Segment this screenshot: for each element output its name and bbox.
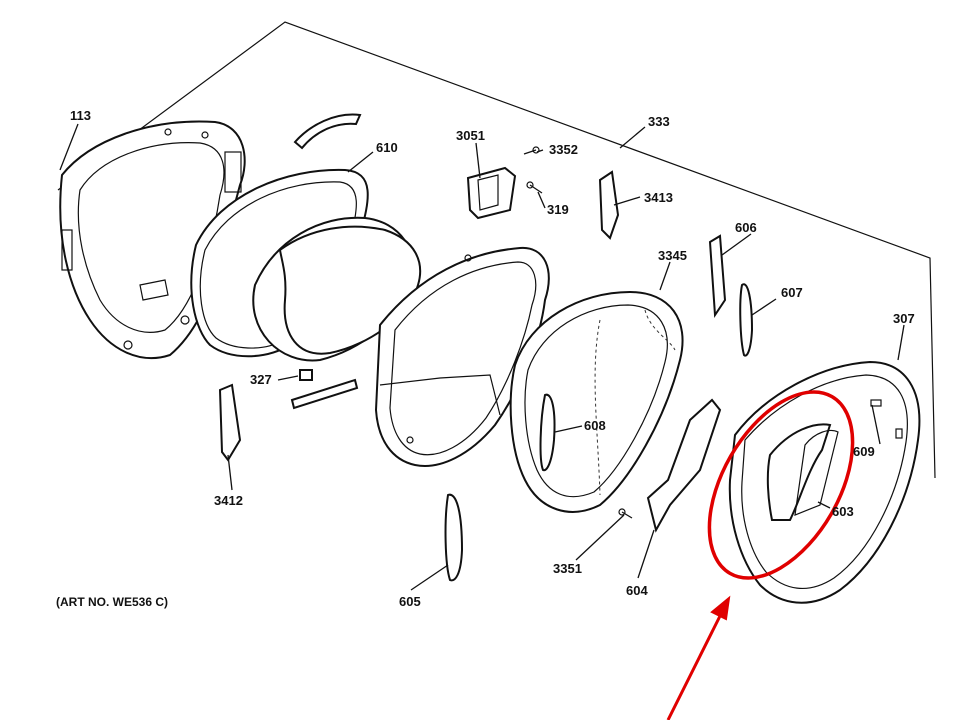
part-319-screw[interactable] <box>526 181 543 194</box>
part-603-door-window[interactable] <box>766 423 839 521</box>
part-3345-window-trim[interactable] <box>509 290 684 513</box>
part-arc-trim[interactable] <box>293 113 362 150</box>
part-307-outer-shell[interactable] <box>728 360 921 604</box>
part-3352-screw[interactable] <box>523 146 540 155</box>
part-606-hinge-cover[interactable] <box>708 234 727 318</box>
label-607: 607 <box>781 285 803 300</box>
highlight-arrow-shaft <box>666 611 724 720</box>
assembly-bracket-333 <box>57 21 936 479</box>
label-333: 333 <box>648 114 670 129</box>
label-609: 609 <box>853 444 875 459</box>
part-labels: 113 610 3051 3352 319 333 3413 3345 606 … <box>56 108 915 609</box>
label-610: 610 <box>376 140 398 155</box>
part-3051-hinge[interactable] <box>466 166 517 220</box>
label-608: 608 <box>584 418 606 433</box>
part-607-hinge-cover[interactable] <box>739 283 754 357</box>
label-113: 113 <box>70 108 91 123</box>
label-606: 606 <box>735 220 757 235</box>
part-327-clip[interactable] <box>290 369 359 410</box>
label-3412: 3412 <box>214 493 243 508</box>
highlight-annotation <box>666 390 855 720</box>
label-603: 603 <box>832 504 854 519</box>
label-3352: 3352 <box>549 142 578 157</box>
label-3051: 3051 <box>456 128 485 143</box>
leader-lines <box>59 123 905 591</box>
highlight-ellipse <box>707 390 855 580</box>
part-604-latch[interactable] <box>646 398 722 533</box>
part-3413-bracket[interactable] <box>598 170 620 240</box>
label-319: 319 <box>547 202 569 217</box>
part-608-handle-insert[interactable] <box>539 393 556 472</box>
label-604: 604 <box>626 583 648 598</box>
highlight-arrow-head <box>710 595 731 621</box>
label-3351: 3351 <box>553 561 582 576</box>
part-609-tab[interactable] <box>870 399 903 439</box>
label-3413: 3413 <box>644 190 673 205</box>
label-307: 307 <box>893 311 915 326</box>
part-3351-screw[interactable] <box>618 508 633 519</box>
label-605: 605 <box>399 594 421 609</box>
part-605-handle[interactable] <box>444 493 464 582</box>
art-number: (ART NO. WE536 C) <box>56 595 168 609</box>
label-3345: 3345 <box>658 248 687 263</box>
label-327: 327 <box>250 372 272 387</box>
part-3412-bracket[interactable] <box>218 383 242 462</box>
